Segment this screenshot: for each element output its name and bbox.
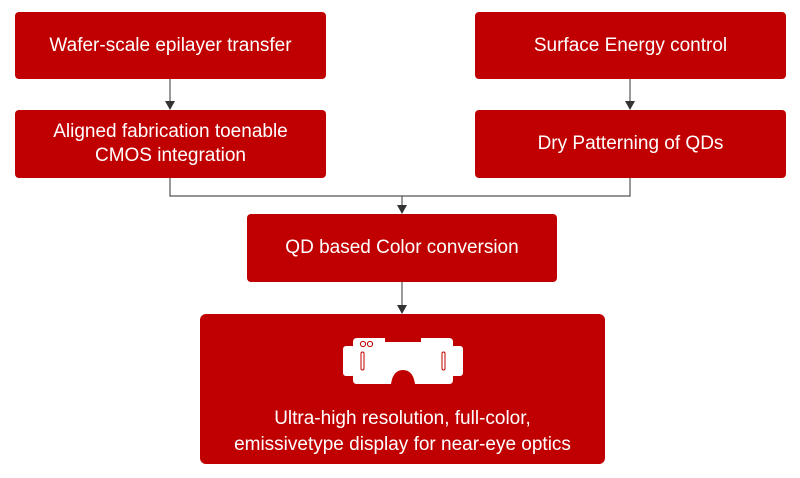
node-label-line: Aligned fabrication toenable [53, 121, 288, 142]
node-qd-color-conversion: QD based Color conversion [247, 214, 557, 282]
node-wafer-transfer: Wafer-scale epilayer transfer [15, 12, 326, 79]
edge-merge-to-qd [169, 178, 631, 197]
node-display: Ultra-high resolution, full-color, emiss… [200, 314, 605, 464]
node-label: Surface Energy control [533, 34, 728, 56]
arrowhead-icon [625, 101, 635, 110]
arrowhead-icon [165, 101, 175, 110]
arrowhead-icon [397, 205, 407, 214]
node-label: Wafer-scale epilayer transfer [49, 34, 292, 56]
node-label: QD based Color conversion [285, 237, 519, 258]
node-dry-patterning: Dry Patterning of QDs [475, 110, 786, 178]
arrowhead-icon [397, 305, 407, 314]
node-label-line: CMOS integration [94, 145, 246, 166]
node-label-line: emissivetype display for near-eye optics [234, 434, 571, 455]
node-label: Dry Patterning of QDs [537, 133, 724, 154]
vr-headset-icon [342, 338, 463, 384]
node-aligned-fabrication: Aligned fabrication toenable CMOS integr… [15, 110, 326, 178]
node-label-line: Ultra-high resolution, full-color, [274, 408, 531, 429]
node-surface-energy: Surface Energy control [475, 12, 786, 79]
